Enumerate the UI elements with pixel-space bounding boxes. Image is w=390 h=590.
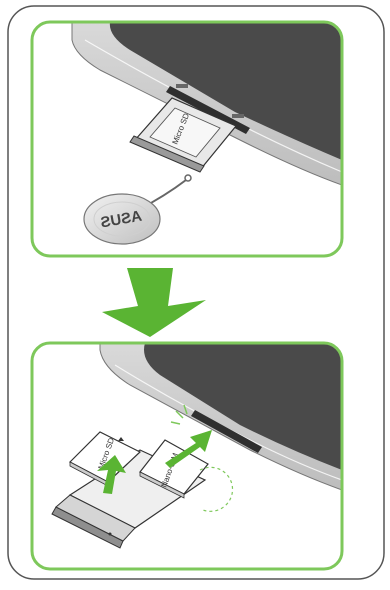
top-panel: Micro SD ASUS [32,22,342,256]
bottom-panel: Micro SD Nano-SIM [32,343,342,569]
